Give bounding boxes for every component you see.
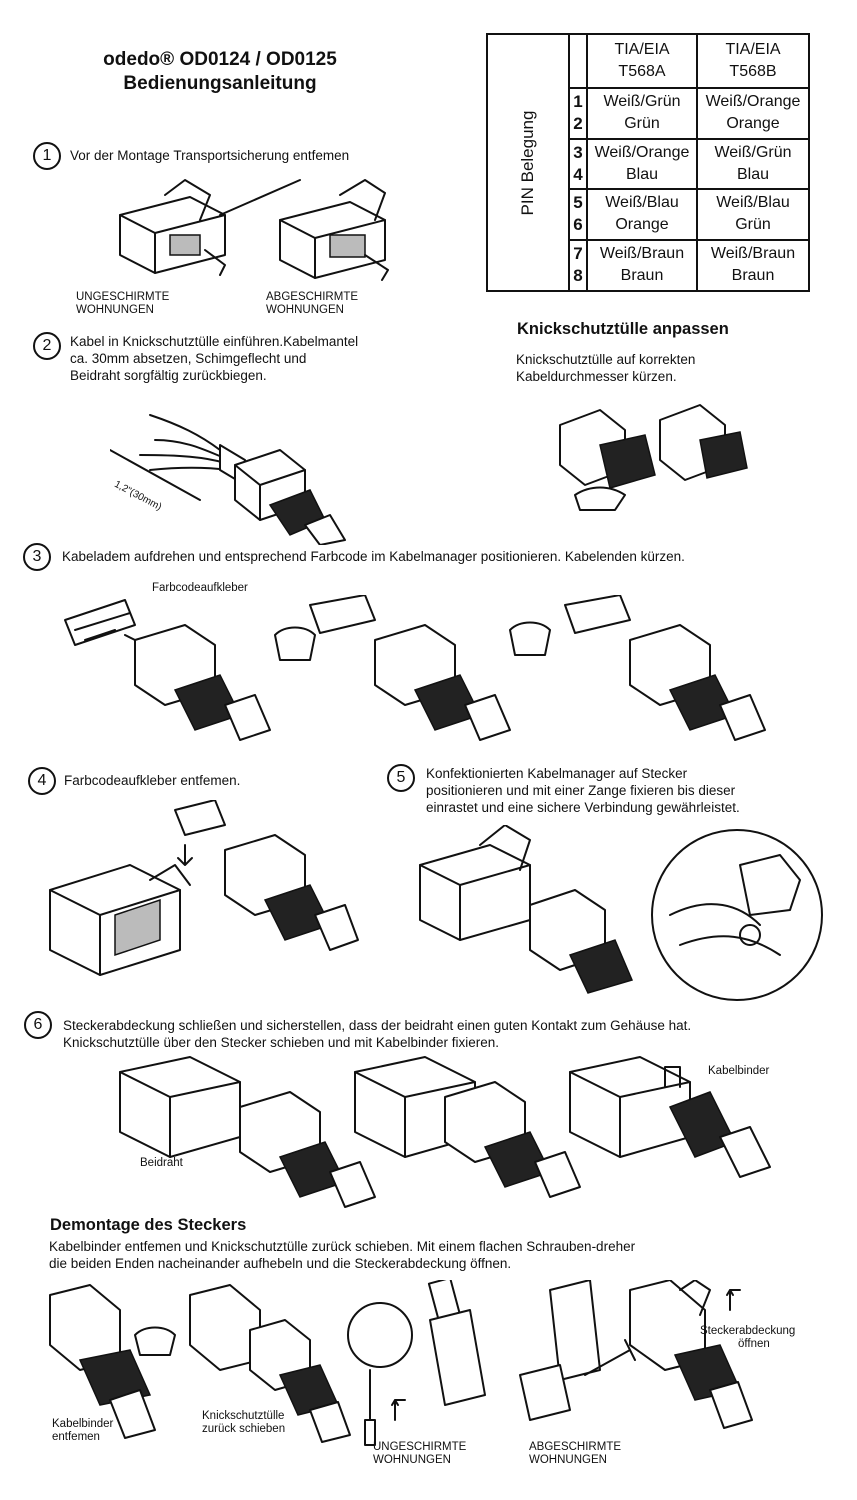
unshielded-connector-drawing xyxy=(119,179,301,276)
label-cable-tie: Kabelbinder xyxy=(708,1065,770,1077)
disassembly-drawing-5 xyxy=(629,1280,753,1429)
step-5-illustration xyxy=(419,825,823,1001)
disassembly-drawing-3 xyxy=(347,1280,486,1446)
label-color-sticker: Farbcodeaufkleber xyxy=(152,582,248,594)
label-drain-wire: Beidraht xyxy=(140,1157,183,1169)
step-4-text: Farbcodeaufkleber entfemen. xyxy=(64,773,241,788)
step-5-number: 5 xyxy=(387,764,415,792)
cable-manager-drawing-3 xyxy=(509,595,766,741)
zoom-circle xyxy=(651,829,823,1001)
step-1-number: 1 xyxy=(33,142,61,170)
step-2-text: Kabel in Knickschutztülle einführen.Kabe… xyxy=(70,334,359,383)
boot-heading: Knickschutztülle anpassen xyxy=(517,320,729,338)
closed-connector-3 xyxy=(569,1056,771,1178)
step-3-number: 3 xyxy=(23,543,51,571)
step-6-text: Steckerabdeckung schließen und sicherste… xyxy=(63,1018,692,1050)
step-3-text: Kabeladem aufdrehen und entsprechend Far… xyxy=(62,549,685,564)
title-line-1: odedo® OD0124 / OD0125 xyxy=(103,49,337,70)
pin-table-side-label: PIN Belegung xyxy=(488,35,570,290)
boot-illustration xyxy=(559,404,748,511)
cable-manager-drawing-2 xyxy=(274,595,511,741)
closed-connector-2 xyxy=(354,1056,581,1198)
step-4-number: 4 xyxy=(28,767,56,795)
disassembly-heading: Demontage des Steckers xyxy=(50,1216,247,1234)
page-title: odedo® OD0124 / OD0125 Bedienungsanleitu… xyxy=(60,48,380,96)
disassembly-text: Kabelbinder entfemen und Knickschutztüll… xyxy=(49,1239,636,1271)
step-6-number: 6 xyxy=(24,1011,52,1039)
closed-connector-1 xyxy=(119,1056,376,1208)
title-line-2: Bedienungsanleitung xyxy=(123,73,317,94)
disassembly-drawing-2 xyxy=(189,1284,351,1443)
step-5-text: Konfektionierten Kabelmanager auf Stecke… xyxy=(426,766,740,815)
disassembly-illustration xyxy=(49,1280,753,1446)
cable-manager-drawing-1 xyxy=(64,599,271,741)
step-4-illustration xyxy=(49,800,359,976)
step-6-illustration xyxy=(119,1056,771,1208)
shielded-connector-drawing xyxy=(279,179,389,281)
step-3-illustration xyxy=(64,595,766,741)
disassembly-drawing-1 xyxy=(49,1284,176,1439)
step-1-illustration xyxy=(119,179,389,281)
step-2-number: 2 xyxy=(33,332,61,360)
step-2-illustration xyxy=(110,414,346,545)
disassembly-drawing-4 xyxy=(519,1280,636,1421)
step-1-text: Vor der Montage Transportsicherung entfe… xyxy=(70,148,350,163)
